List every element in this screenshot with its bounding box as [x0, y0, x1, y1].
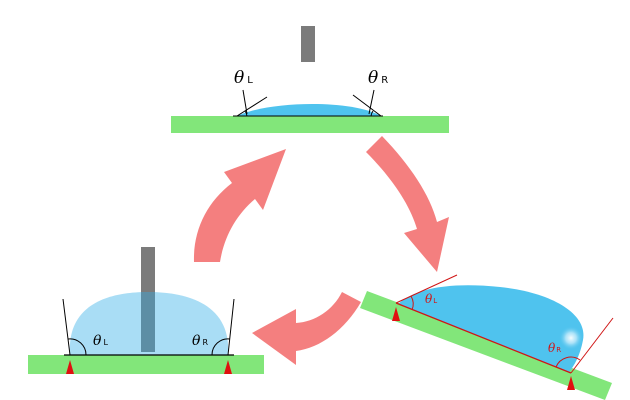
droplet: [398, 285, 584, 372]
tangent-line-left: [62, 298, 71, 356]
needle-guide-left: [242, 89, 248, 115]
curved-arrow-icon: [193, 149, 286, 262]
substrate: [360, 291, 612, 400]
droplet: [237, 103, 381, 116]
baseline: [395, 302, 572, 374]
red-triangle-icon: [392, 307, 400, 321]
red-triangle-icon: [567, 376, 575, 390]
tangent-line-left: [236, 96, 268, 117]
needle: [301, 26, 315, 62]
angle-arc-left: [410, 295, 414, 311]
theta-left-label: θL: [425, 292, 437, 306]
needle-in-droplet: [141, 292, 155, 352]
angle-arc-left: [244, 110, 248, 117]
red-triangle-icon: [224, 360, 232, 374]
angle-arc-right: [555, 356, 581, 368]
red-triangle-icon: [66, 360, 74, 374]
tangent-line-left: [395, 274, 458, 304]
right-panel: θL θR: [360, 274, 614, 400]
substrate: [171, 116, 449, 133]
angle-arc-right: [370, 110, 374, 117]
tangent-line-right: [352, 94, 382, 117]
angle-arc-right: [211, 338, 231, 356]
cycle-arrows: [193, 136, 449, 365]
theta-right-label: θR: [548, 341, 561, 355]
droplet-highlight: [559, 326, 583, 350]
substrate: [28, 355, 264, 374]
tangent-line-right: [227, 298, 235, 356]
curved-arrow-icon: [252, 292, 361, 365]
tangent-line-right: [570, 317, 614, 374]
needle-upper: [141, 247, 155, 292]
curved-arrow-icon: [366, 136, 449, 272]
needle-guide-right: [368, 89, 375, 115]
angle-arc-left: [67, 338, 87, 356]
